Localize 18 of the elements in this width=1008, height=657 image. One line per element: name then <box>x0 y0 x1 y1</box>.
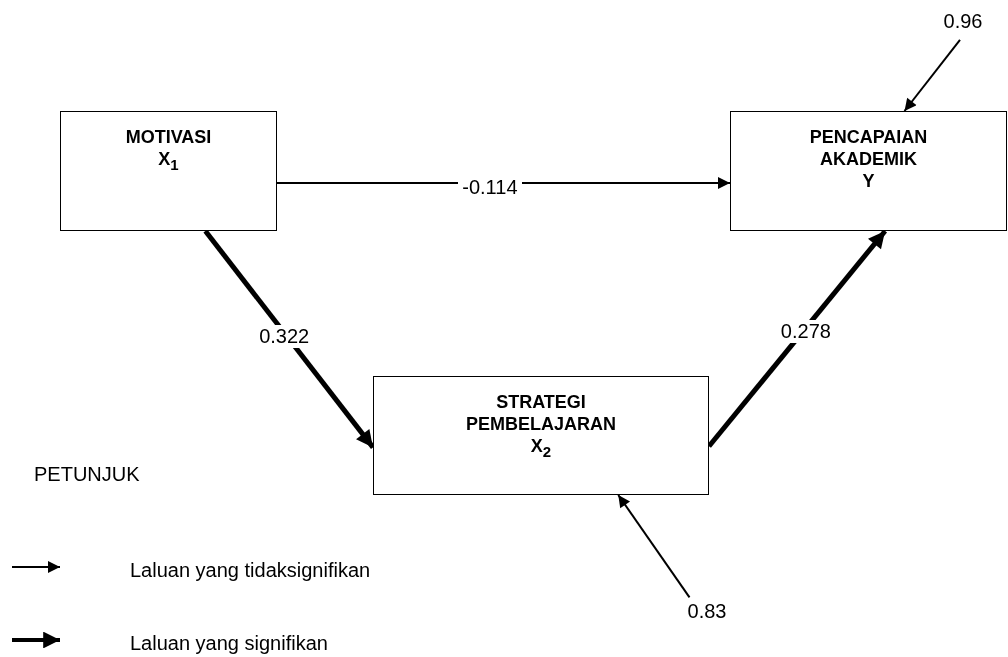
legend-text: Laluan yang tidaksignifikan <box>130 559 371 582</box>
variable-name: Y <box>862 170 875 192</box>
arrow <box>903 38 961 112</box>
variable-box <box>373 376 709 495</box>
legend-title: PETUNJUK <box>34 463 140 486</box>
variable-box <box>60 111 277 231</box>
arrow <box>203 229 375 449</box>
variable-name: MOTIVASI <box>125 126 212 148</box>
error-value: 0.83 <box>687 600 727 623</box>
error-value: 0.96 <box>943 10 983 33</box>
arrow <box>707 229 888 448</box>
variable-name: STRATEGI PEMBELAJARAN <box>465 391 617 435</box>
legend-text: Laluan yang signifikan <box>130 632 328 655</box>
arrow <box>617 494 691 599</box>
variable-name: PENCAPAIAN AKADEMIK <box>808 126 929 170</box>
variable-name: X$_{2}$ <box>530 435 552 462</box>
variable-name: X$_{1}$ <box>158 148 179 175</box>
variable-box <box>730 111 1007 231</box>
